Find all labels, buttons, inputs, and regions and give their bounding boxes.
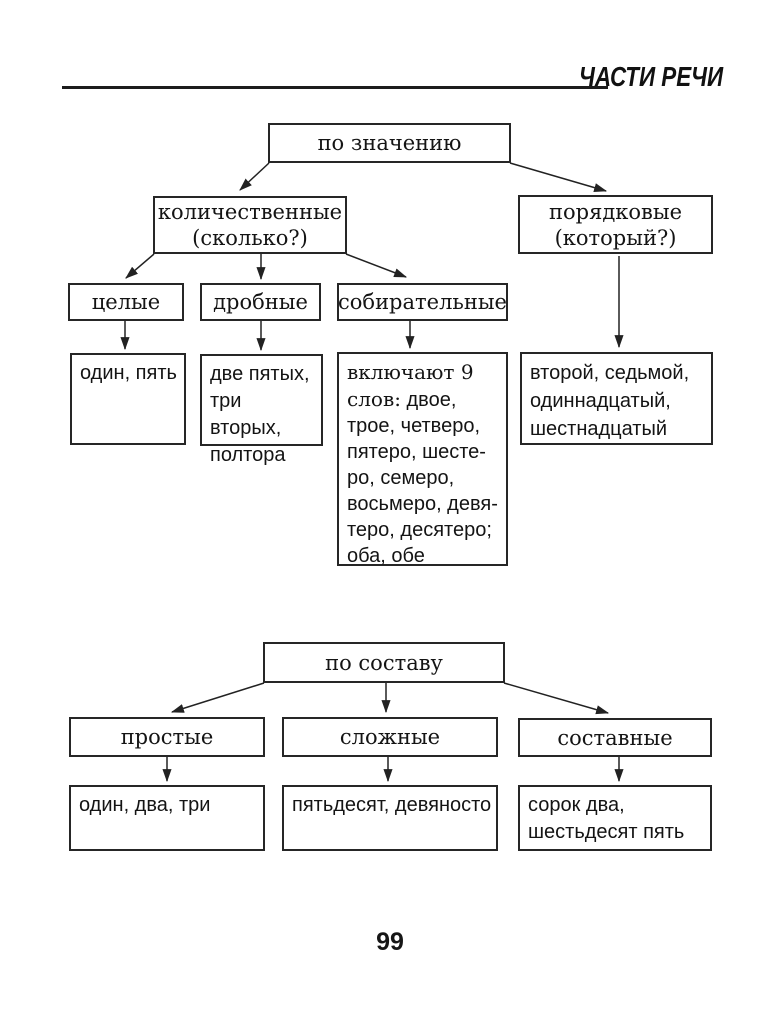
arrow-quantitative-to-integer: [125, 253, 155, 279]
node-simple-label: простые: [120, 725, 214, 749]
node-quantitative: количественные (сколько?): [153, 196, 347, 254]
collective-line-3: трое, четверо,: [347, 415, 481, 437]
examples-collective: включают 9 слов: двое, трое, четверо, пя…: [337, 352, 508, 567]
collective-line-7: теро, десятеро;: [347, 519, 492, 541]
arrow-meaning-root-to-quantitative: [239, 162, 270, 191]
header-rule: [62, 86, 608, 89]
node-fractional-label: дробные: [213, 290, 308, 314]
node-integer-label: целые: [91, 290, 161, 314]
examples-fractional: две пятых, три вторых, полтора: [200, 354, 323, 466]
arrow-composition-root-to-compound: [503, 682, 610, 715]
arrow-meaning-root-to-ordinal: [509, 162, 608, 193]
node-ordinal-question: (который?): [554, 225, 677, 250]
node-ordinal-label: порядковые: [549, 199, 682, 224]
node-ordinal: порядковые (который?): [518, 195, 713, 254]
collective-line-4: пятеро, шесте-: [347, 441, 486, 463]
page-header-title: ЧАСТИ РЕЧИ: [578, 61, 723, 92]
node-by-meaning: по значению: [268, 123, 511, 163]
examples-integer-text: один, пять: [80, 362, 177, 384]
node-by-composition-label: по составу: [325, 650, 443, 675]
node-simple: простые: [69, 717, 265, 757]
examples-complex: пятьдесят, девяносто: [282, 785, 498, 851]
node-compound: составные: [518, 718, 712, 757]
examples-integer: один, пять: [70, 353, 186, 445]
examples-compound-text: сорок два, шестьдесят пять: [528, 794, 685, 843]
node-integer: целые: [68, 283, 184, 321]
node-collective-label: собирательные: [338, 290, 507, 314]
node-compound-label: составные: [557, 725, 673, 750]
examples-fractional-text: две пятых, три вторых, полтора: [210, 363, 310, 466]
node-fractional: дробные: [200, 283, 321, 321]
node-complex: сложные: [282, 717, 498, 757]
page-number: 99: [376, 928, 404, 956]
examples-ordinal: второй, седьмой, одиннадцатый, шестнадца…: [520, 352, 713, 445]
node-by-meaning-label: по значению: [317, 131, 462, 155]
arrow-composition-root-to-simple: [170, 682, 265, 713]
node-complex-label: сложные: [339, 725, 441, 749]
node-quantitative-question: (сколько?): [192, 226, 308, 250]
node-quantitative-label: количественные: [157, 200, 343, 224]
collective-line-1: включают 9: [347, 360, 474, 384]
collective-line-2: слов: двое,: [347, 387, 457, 411]
examples-complex-text: пятьдесят, девяносто: [292, 794, 492, 816]
collective-line-6: восьмеро, девя-: [347, 493, 498, 515]
examples-simple-text: один, два, три: [79, 794, 211, 816]
examples-simple: один, два, три: [69, 785, 265, 851]
examples-ordinal-text: второй, седьмой, одиннадцатый, шестнадца…: [530, 362, 690, 440]
examples-compound: сорок два, шестьдесят пять: [518, 785, 712, 851]
collective-line-8: оба, обе: [347, 545, 425, 567]
collective-line-5: ро, семеро,: [347, 467, 455, 489]
node-collective: собирательные: [337, 283, 508, 321]
node-by-composition: по составу: [263, 642, 505, 683]
arrow-quantitative-to-collective: [345, 253, 408, 278]
